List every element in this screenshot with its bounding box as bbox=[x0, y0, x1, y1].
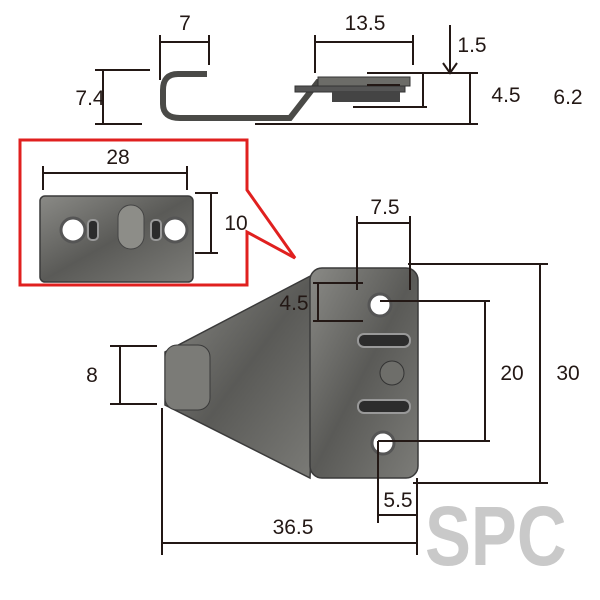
dim-detail-width: 28 bbox=[106, 146, 129, 169]
dim-detail-height: 10 bbox=[224, 212, 247, 235]
side-view-part bbox=[160, 71, 411, 121]
dim-hook-height-front: 8 bbox=[86, 364, 98, 387]
dim-hook-width: 7 bbox=[179, 12, 191, 35]
dim-hole-pitch: 20 bbox=[500, 362, 523, 385]
dim-plate-offset: 4.5 bbox=[491, 84, 520, 107]
dim-plate-thickness: 1.5 bbox=[457, 34, 486, 57]
dim-total-length: 36.5 bbox=[273, 516, 314, 539]
side-view-dimensions: 7 7.4 13.5 1.5 4.5 6.2 bbox=[75, 12, 583, 125]
dim-hook-height: 7.4 bbox=[75, 87, 105, 110]
dim-hole-diameter: 4.5 bbox=[279, 292, 308, 315]
dim-hole-offset-x: 7.5 bbox=[370, 196, 399, 219]
spc-watermark-logo: SPC bbox=[425, 490, 567, 584]
dim-hole-offset-edge: 5.5 bbox=[383, 489, 412, 512]
dim-plate-length: 13.5 bbox=[345, 12, 386, 35]
dim-total-height: 6.2 bbox=[553, 86, 582, 109]
detail-callout: 28 10 bbox=[18, 138, 297, 287]
dim-plate-height: 30 bbox=[556, 362, 579, 385]
front-view-dimensions: 7.5 4.5 20 30 8 5.5 36.5 bbox=[86, 196, 580, 555]
